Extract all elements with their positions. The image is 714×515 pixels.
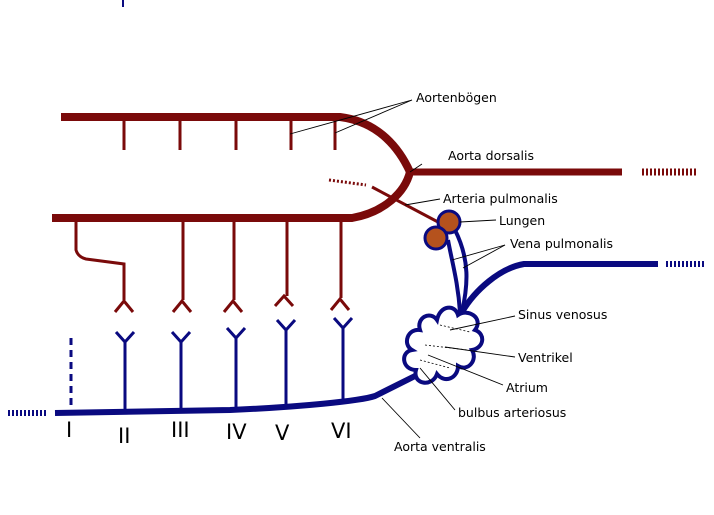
leader-vena-pulmonalis-1: [451, 244, 506, 261]
lung-lower: [423, 225, 449, 251]
label-lungen: Lungen: [499, 213, 545, 228]
leader-lungen: [459, 219, 497, 223]
leader-aorta-dorsalis: [409, 163, 423, 173]
heart-outline: [402, 305, 485, 385]
arch-numeral-2: II: [118, 424, 130, 448]
arch-2-bottom-chevron: [114, 330, 136, 345]
arch-5-bottom-chevron: [275, 318, 297, 333]
dorsal-aorta-system: [52, 113, 696, 313]
arteria-pulmonalis: [371, 185, 439, 224]
arch-numeral-4: IV: [226, 420, 247, 444]
arch-3-top-chevron: [171, 298, 193, 313]
leader-arteria-pulmonalis: [404, 198, 441, 206]
leader-lines: [289, 99, 516, 439]
ventral-aorta-system: [8, 229, 706, 416]
leader-aorta-ventralis: [381, 397, 421, 439]
arch-2-top-chevron: [113, 298, 135, 313]
arch-numeral-6: VI: [331, 419, 352, 443]
label-aorta-dorsalis: Aorta dorsalis: [448, 148, 534, 163]
label-vena-pulmonalis: Vena pulmonalis: [510, 236, 613, 251]
leader-vena-pulmonalis-2: [462, 244, 506, 269]
label-atrium: Atrium: [506, 380, 548, 395]
arch-3-bottom-chevron: [170, 330, 192, 345]
heart-inner-line-1: [439, 324, 471, 333]
labels: Aortenbögen Aorta dorsalis Arteria pulmo…: [394, 90, 613, 454]
heart-inner-line-3: [419, 359, 451, 369]
arch-4-top-chevron: [222, 298, 244, 313]
arch-numeral-1: I: [66, 418, 72, 442]
systemic-vein: [459, 261, 658, 314]
aorta-ventralis: [54, 373, 417, 416]
arch-4-bottom-chevron: [225, 326, 247, 341]
arch-6-dorsal-dashed-segment: [328, 178, 367, 187]
label-sinus-venosus: Sinus venosus: [518, 307, 607, 322]
leader-aortenboegen-2: [334, 99, 413, 134]
label-bulbus-arteriosus: bulbus arteriosus: [458, 405, 566, 420]
arch-5-top-chevron: [273, 293, 295, 308]
arch-6-bottom-chevron: [332, 316, 354, 331]
label-arteria-pulmonalis: Arteria pulmonalis: [443, 191, 558, 206]
arch-numeral-5: V: [275, 421, 290, 445]
lungs: [423, 209, 462, 251]
label-ventrikel: Ventrikel: [518, 350, 573, 365]
arch-6-top-chevron: [329, 296, 351, 311]
leader-atrium: [427, 354, 504, 386]
label-aortenboegen: Aortenbögen: [416, 90, 497, 105]
dorsal-aorta-upper-root: [61, 113, 414, 174]
label-aorta-ventralis: Aorta ventralis: [394, 439, 486, 454]
dorsal-aorta-lower-root: [52, 170, 414, 222]
arch-1-efferent: [74, 218, 126, 300]
leader-ventrikel: [444, 346, 516, 358]
leader-sinus-venosus: [449, 315, 516, 331]
leader-aortenboegen-1: [289, 99, 413, 135]
arch-numeral-3: III: [171, 418, 190, 442]
vena-pulmonalis-left: [446, 239, 462, 313]
leader-bulbus-arteriosus: [419, 367, 456, 411]
arch-numerals: I II III IV V VI: [66, 418, 352, 448]
